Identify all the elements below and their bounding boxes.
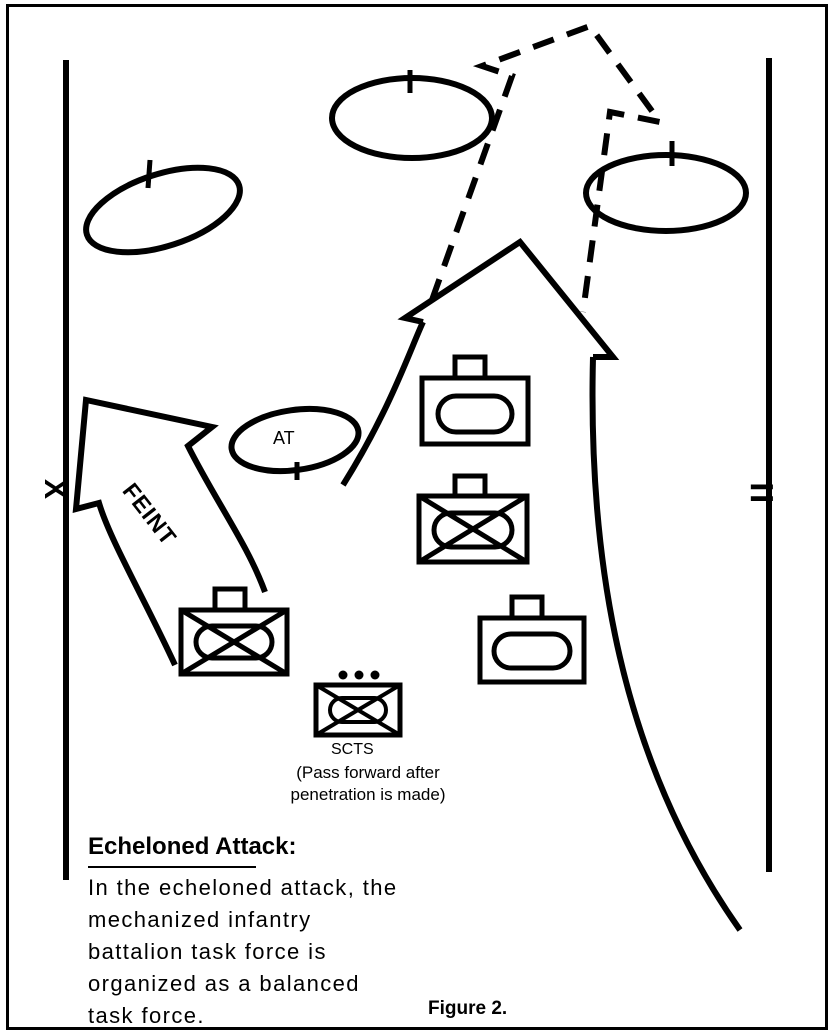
at-label: AT: [273, 428, 295, 448]
heading-underline: [88, 866, 256, 868]
scout-note-line2: penetration is made): [290, 785, 446, 804]
objective-center: [329, 70, 495, 161]
right-boundary-mark: =: [749, 468, 775, 517]
description-text: In the echeloned attack, the mechanized …: [88, 875, 398, 1028]
tank-unit-2: [477, 594, 587, 685]
objective-right: [583, 141, 749, 234]
figure-frame: [6, 4, 828, 1030]
mech-infantry-unit-2: [178, 586, 290, 677]
figure-caption: Figure 2.: [428, 998, 508, 1019]
exploitation-arrow-dashed: [429, 22, 667, 313]
scout-note: (Pass forward after penetration is made): [258, 762, 478, 806]
tank-unit-1: [419, 354, 531, 447]
main-attack-arrow: [340, 237, 743, 932]
scout-platoon: [313, 670, 403, 738]
left-boundary-mark: X: [38, 478, 72, 500]
mech-infantry-unit-1: [416, 473, 530, 565]
scout-note-line1: (Pass forward after: [296, 763, 440, 782]
at-position: [228, 405, 362, 480]
section-heading: Echeloned Attack:: [88, 833, 297, 860]
objective-left: [83, 159, 243, 256]
feint-arrow: [72, 396, 268, 667]
scout-label: SCTS: [331, 741, 374, 758]
